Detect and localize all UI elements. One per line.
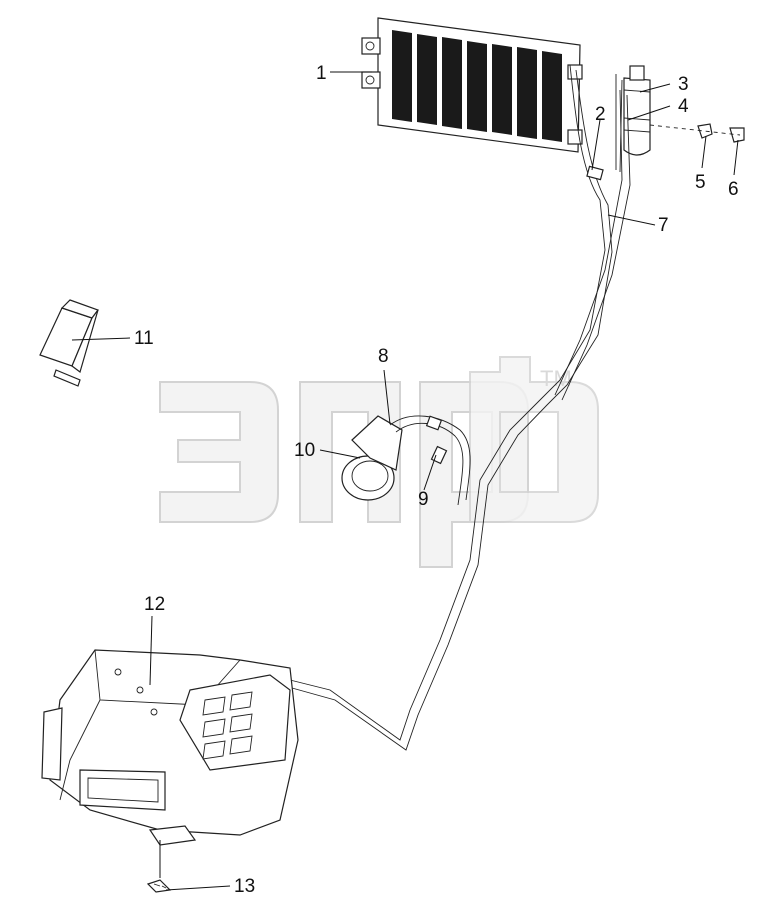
callout-5: 5 — [695, 172, 706, 193]
callout-10: 10 — [294, 440, 315, 461]
callout-11: 11 — [134, 328, 154, 349]
refrigerant-lines — [289, 64, 631, 751]
callout-6: 6 — [728, 179, 739, 200]
callout-1: 1 — [316, 63, 327, 84]
receiver-drier — [615, 65, 651, 173]
leader-lines — [71, 71, 739, 891]
hvac-unit — [41, 649, 299, 846]
callout-9: 9 — [418, 489, 429, 510]
callout-7: 7 — [658, 215, 669, 236]
condenser — [361, 17, 583, 153]
callout-4: 4 — [678, 96, 689, 117]
callout-2: 2 — [595, 104, 606, 125]
control-module — [39, 299, 99, 387]
callout-8: 8 — [378, 346, 389, 367]
trademark-mark: TM — [540, 366, 572, 391]
clip-6 — [729, 127, 745, 143]
dashed-axis — [649, 124, 741, 136]
clip-5 — [697, 123, 713, 139]
callout-3: 3 — [678, 74, 689, 95]
callout-labels: 1 2 3 4 5 6 7 8 9 10 11 12 13 — [134, 63, 739, 897]
hose-clamps — [146, 879, 172, 893]
callout-12: 12 — [144, 594, 165, 615]
compressor — [341, 415, 471, 506]
callout-13: 13 — [234, 876, 255, 897]
